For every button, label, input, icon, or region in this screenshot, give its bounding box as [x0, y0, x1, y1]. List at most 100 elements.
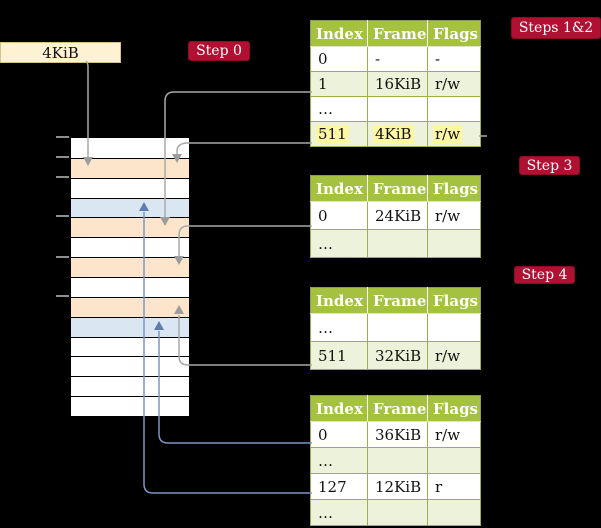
- cell-flags: [427, 499, 481, 526]
- table2-header-row: Index Frame Flags: [310, 175, 481, 202]
- cell-index: …: [310, 313, 368, 342]
- cell-frame: 12KiB: [367, 473, 428, 500]
- cell-index: 0: [310, 421, 368, 448]
- badge-step-0-label: Step 0: [196, 43, 242, 59]
- cell-flags-text: [433, 100, 437, 118]
- col-header-frame: Frame: [367, 20, 428, 47]
- memory-row-1: [71, 138, 189, 158]
- cell-flags-text: [433, 235, 437, 253]
- memory-row-11: [71, 336, 189, 357]
- table1-row-0: 0 - -: [310, 46, 481, 72]
- badge-step-0: Step 0: [188, 41, 250, 61]
- memory-row-7: [71, 257, 189, 277]
- table1-row-1: 1 16KiB r/w: [310, 71, 481, 97]
- table1-row-ellipsis: …: [310, 96, 481, 122]
- memory-row-14: [71, 396, 189, 416]
- memory-row-8: [71, 277, 189, 297]
- cell-flags: [427, 313, 481, 342]
- col-header-index: Index: [310, 287, 368, 314]
- cell-index-text: 0: [318, 425, 328, 444]
- page-table-1: Index Frame Flags 0 - - 1 16KiB r/w … 51…: [310, 20, 481, 147]
- memory-row-6: [71, 237, 189, 258]
- col-header-frame: Frame: [367, 287, 428, 314]
- table2-row-0: 0 24KiB r/w: [310, 201, 481, 230]
- cell-frame: [367, 313, 428, 342]
- cell-index: …: [310, 447, 368, 474]
- cell-flags: [427, 447, 481, 474]
- table4-row-127: 127 12KiB r: [310, 473, 481, 500]
- table4-row-ellipsis-2: …: [310, 499, 481, 526]
- col-header-flags: Flags: [427, 175, 481, 202]
- badge-step-3-label: Step 3: [526, 157, 573, 174]
- cell-index: …: [310, 499, 368, 526]
- table4-row-0: 0 36KiB r/w: [310, 421, 481, 448]
- cell-flags-text: [433, 452, 437, 470]
- col-header-index: Index: [310, 395, 368, 422]
- cell-index-text: …: [318, 503, 333, 522]
- cell-flags-text: [433, 319, 437, 337]
- memory-tick: [56, 136, 69, 138]
- cell-frame: 32KiB: [367, 341, 428, 370]
- cell-index-text: 0: [318, 206, 328, 225]
- cell-index-text: …: [318, 451, 333, 470]
- memory-row-9: [71, 296, 189, 317]
- table1-header-row: Index Frame Flags: [310, 20, 481, 47]
- memory-row-5: [71, 217, 189, 238]
- cell-flags-text: -: [435, 50, 441, 68]
- badge-step-3: Step 3: [519, 156, 580, 175]
- cell-frame: 24KiB: [367, 201, 428, 230]
- cell-frame-text: 24KiB: [375, 206, 422, 225]
- memory-column: [70, 137, 190, 417]
- cell-frame-text: [373, 100, 377, 118]
- cell-frame: 16KiB: [367, 71, 428, 97]
- col-header-flags: Flags: [427, 287, 481, 314]
- cell-flags: r/w: [427, 121, 481, 147]
- connector-table1-row511-to-frame2: [176, 142, 312, 155]
- cell-frame-text: [373, 452, 377, 470]
- table3-row-511: 511 32KiB r/w: [310, 341, 481, 370]
- cell-frame-text: 16KiB: [375, 75, 422, 93]
- table3-header-row: Index Frame Flags: [310, 287, 481, 314]
- cell-index-text: 0: [318, 50, 328, 68]
- cell-index: 127: [310, 473, 368, 500]
- cell-index-text: …: [318, 100, 333, 118]
- memory-tick: [56, 176, 69, 178]
- cell-flags: -: [427, 46, 481, 72]
- table3-row-ellipsis: …: [310, 313, 481, 342]
- cell-frame: [367, 447, 428, 474]
- cell-frame-text: -: [375, 50, 381, 68]
- cell-flags-text: [433, 504, 437, 522]
- cell-index: 0: [310, 46, 368, 72]
- cell-index-text: …: [318, 318, 333, 337]
- page-table-2: Index Frame Flags 0 24KiB r/w …: [310, 175, 481, 258]
- cell-index-text: 127: [318, 477, 347, 496]
- cell-flags: r/w: [427, 341, 481, 370]
- cell-index-text-highlighted: 511: [316, 125, 349, 143]
- cell-flags-text: r/w: [435, 425, 461, 444]
- table1-row-511: 511 4KiB r/w: [310, 121, 481, 147]
- col-header-index: Index: [310, 20, 368, 47]
- cell-flags: [427, 229, 481, 258]
- cell-flags: r: [427, 473, 481, 500]
- badge-steps-1-2: Steps 1&2: [511, 17, 601, 39]
- memory-tick: [56, 156, 69, 158]
- cell-frame: 36KiB: [367, 421, 428, 448]
- cell-index-text: …: [318, 234, 333, 253]
- cell-frame: 4KiB: [367, 121, 428, 147]
- badge-step-4-label: Step 4: [521, 267, 568, 283]
- page-table-4: Index Frame Flags 0 36KiB r/w … 127 12Ki…: [310, 395, 481, 526]
- cell-flags-text: r/w: [435, 75, 461, 93]
- cell-frame-text: 32KiB: [375, 346, 422, 365]
- frame-size-label: 4KiB: [0, 42, 121, 63]
- cell-index: …: [310, 229, 368, 258]
- cell-flags-text: r/w: [435, 346, 461, 365]
- cell-index: 0: [310, 201, 368, 230]
- cell-frame-text: 12KiB: [375, 477, 422, 496]
- cell-frame-text: [373, 235, 377, 253]
- frame-size-label-text: 4KiB: [42, 43, 79, 62]
- col-header-frame: Frame: [367, 395, 428, 422]
- cell-flags-text-highlighted: r/w: [433, 125, 463, 143]
- table2-row-ellipsis: …: [310, 229, 481, 258]
- cell-index: 511: [310, 341, 368, 370]
